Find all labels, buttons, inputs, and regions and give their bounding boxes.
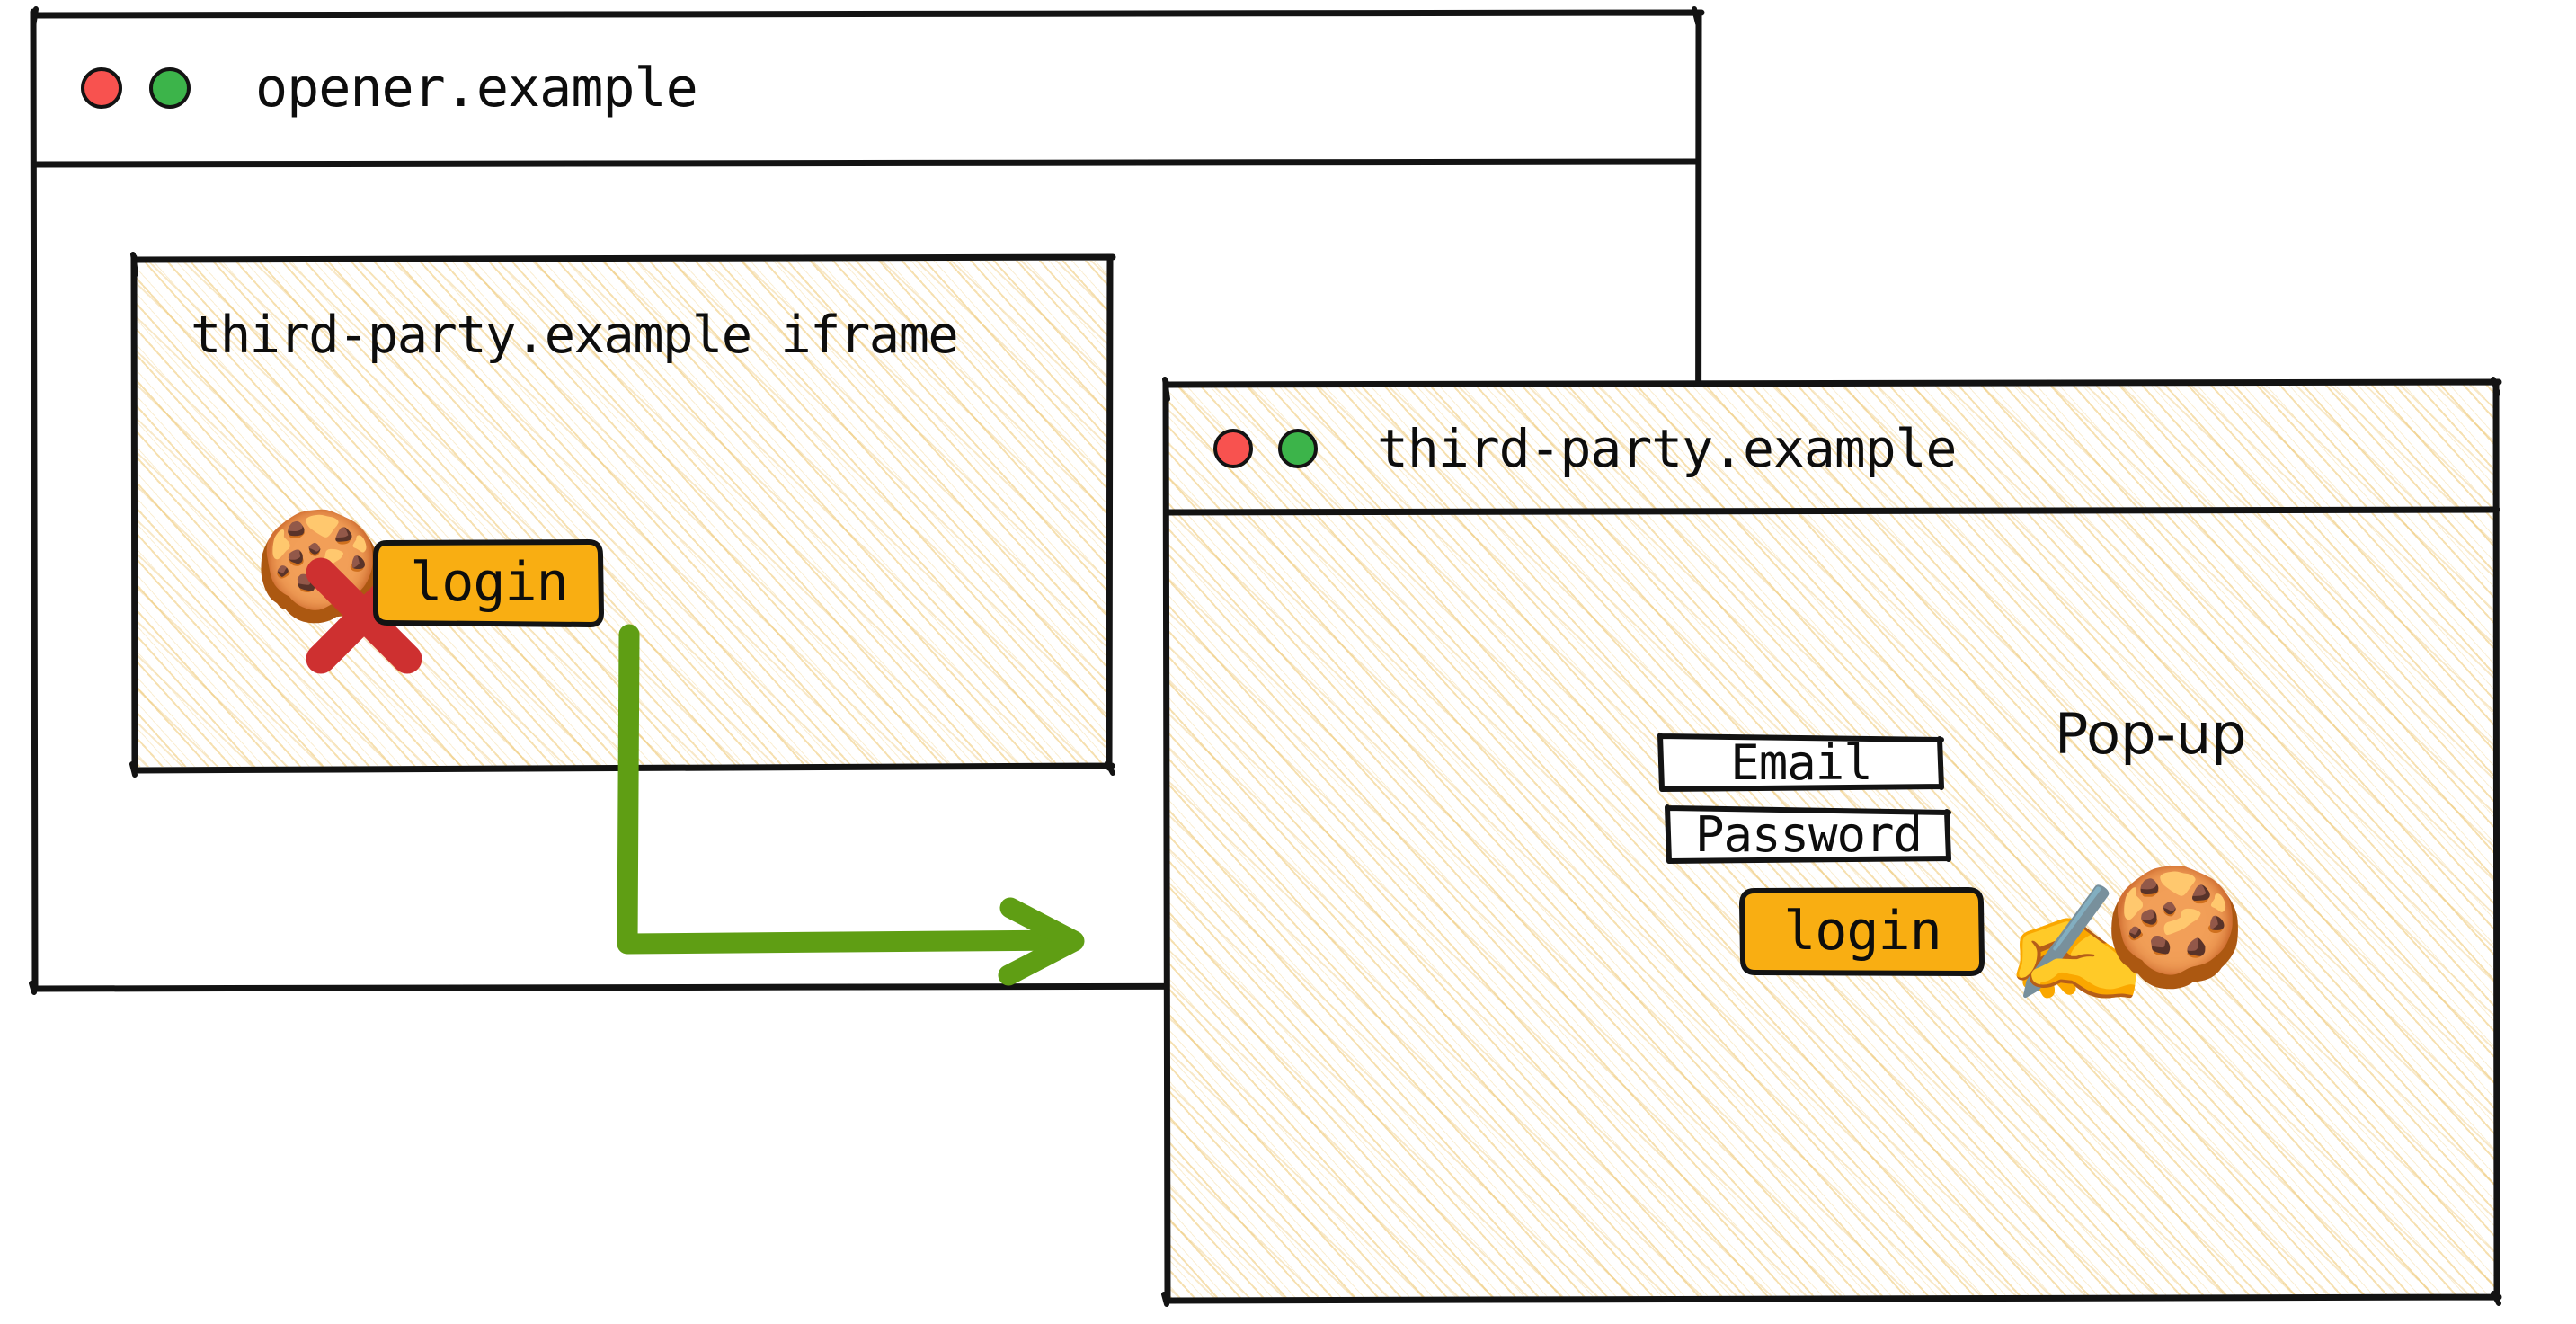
iframe-label: third-party.example iframe	[191, 306, 959, 365]
popup-window-title: third-party.example	[1377, 418, 1957, 479]
maximize-dot[interactable]	[149, 67, 191, 109]
popup-title-bar: third-party.example	[1167, 385, 2544, 512]
third-party-iframe: third-party.example iframe 🍪 login	[129, 252, 1116, 778]
close-dot[interactable]	[81, 67, 122, 109]
maximize-dot[interactable]	[1278, 429, 1318, 468]
email-field[interactable]: Email	[1657, 733, 1944, 792]
writing-hand-icon: ✍️	[2004, 878, 2148, 1012]
cookie-icon: 🍪	[2103, 860, 2247, 994]
opener-window-title: opener.example	[255, 57, 698, 120]
iframe-login-button-label: login	[410, 551, 569, 614]
email-field-label: Email	[1730, 733, 1873, 791]
iframe-login-button[interactable]: login	[373, 539, 604, 627]
popup-browser-window: third-party.example Pop-up Email Passwor…	[1161, 377, 2502, 1307]
close-dot[interactable]	[1213, 429, 1253, 468]
popup-login-button-label: login	[1783, 900, 1942, 963]
password-field[interactable]: Password	[1665, 804, 1951, 864]
opener-title-bar: opener.example	[34, 16, 1744, 160]
password-field-label: Password	[1694, 805, 1923, 863]
popup-annotation-label: Pop-up	[2055, 701, 2247, 767]
popup-login-button[interactable]: login	[1739, 887, 1985, 976]
